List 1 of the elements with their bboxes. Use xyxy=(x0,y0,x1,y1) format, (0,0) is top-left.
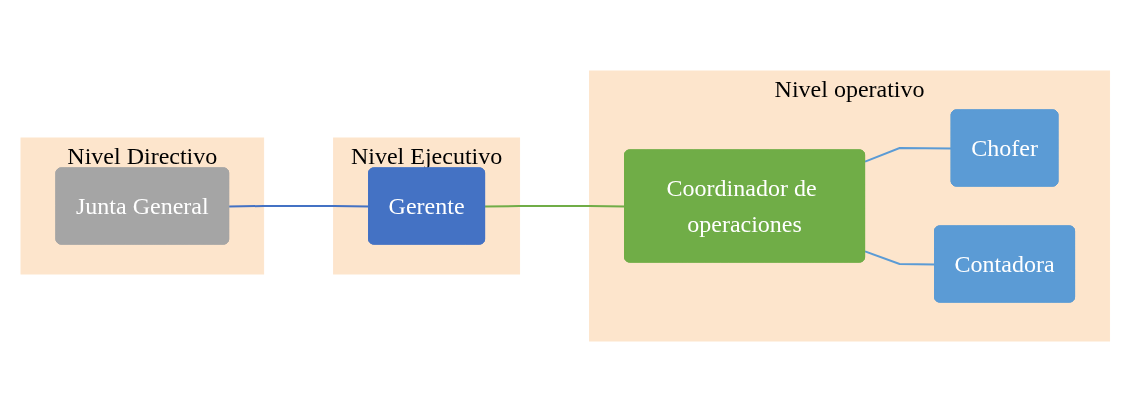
connector xyxy=(864,147,953,163)
